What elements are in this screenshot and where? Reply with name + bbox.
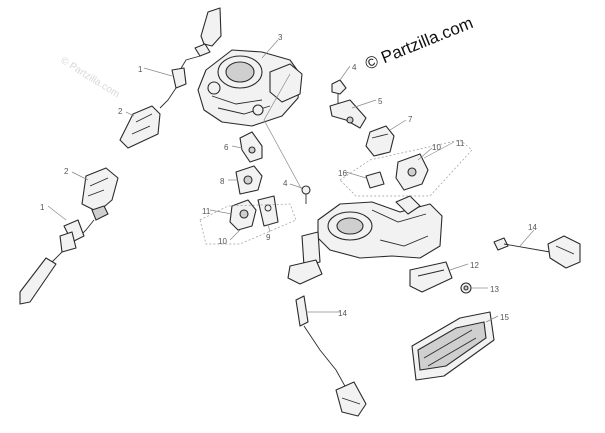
callout-2-lower: 2 [64, 167, 69, 176]
bolt-4-top [331, 79, 347, 104]
callout-1-upper: 1 [138, 65, 143, 74]
intake-manifold [317, 195, 443, 259]
group-outline-right [339, 139, 473, 197]
bracket-9 [257, 195, 279, 227]
callout-1-lower: 1 [40, 203, 45, 212]
connector-2-lower [81, 167, 119, 221]
callout-6: 6 [224, 143, 229, 152]
bolt-4-center [301, 185, 311, 204]
callout-3: 3 [278, 33, 283, 42]
sensor-7 [365, 125, 395, 157]
group-outline-left [199, 203, 297, 245]
callout-10-left: 10 [218, 237, 227, 246]
callout-11-left: 11 [202, 207, 211, 216]
callout-8: 8 [220, 177, 225, 186]
callout-2-upper: 2 [118, 107, 123, 116]
callout-14-right: 14 [528, 223, 537, 232]
throttle-cable-lower [19, 219, 95, 305]
sensor-11-left [229, 199, 257, 231]
plug-16 [365, 171, 385, 189]
callout-7: 7 [408, 115, 413, 124]
sensor-12 [409, 261, 453, 293]
callout-12: 12 [470, 261, 479, 270]
callout-10-right: 10 [432, 143, 441, 152]
linkage-arm [287, 231, 323, 285]
callout-13: 13 [490, 285, 499, 294]
callout-16: 16 [338, 169, 347, 178]
bracket-6 [239, 131, 263, 163]
throttle-cable-upper [159, 7, 222, 109]
bracket-5 [329, 99, 367, 129]
o2-sensor-right [493, 235, 581, 269]
throttle-body [197, 49, 303, 127]
o2-sensor-lower [295, 295, 367, 417]
connector-2-upper [119, 105, 161, 149]
callout-9: 9 [266, 233, 271, 242]
nut-13 [460, 282, 472, 294]
callout-5: 5 [378, 97, 383, 106]
callout-14-lower: 14 [338, 309, 347, 318]
callout-15: 15 [500, 313, 509, 322]
brand-watermark: © Partzilla.com [362, 13, 475, 74]
ecu-15 [411, 311, 495, 381]
callout-4-center: 4 [283, 179, 288, 188]
callout-11-right: 11 [456, 139, 465, 148]
injector-10 [395, 153, 429, 191]
callout-4-top: 4 [352, 63, 357, 72]
sensor-8 [235, 165, 263, 195]
faint-watermark: © Partzilla.com [58, 55, 121, 100]
